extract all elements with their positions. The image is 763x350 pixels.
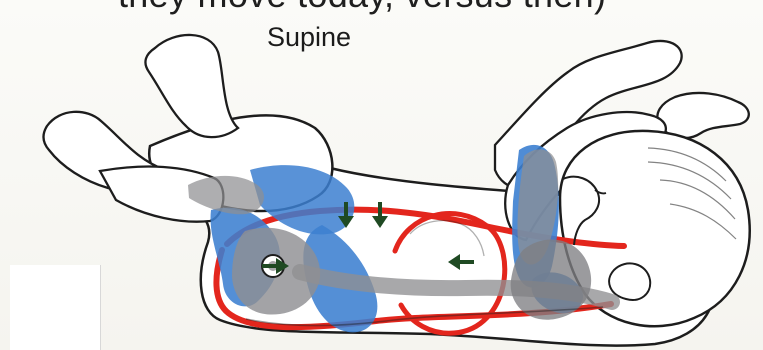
right-hand (657, 93, 748, 138)
foot-top (145, 35, 238, 137)
figure-title: Supine (267, 24, 351, 51)
ear (609, 263, 650, 300)
bone-shoulder (511, 240, 591, 320)
